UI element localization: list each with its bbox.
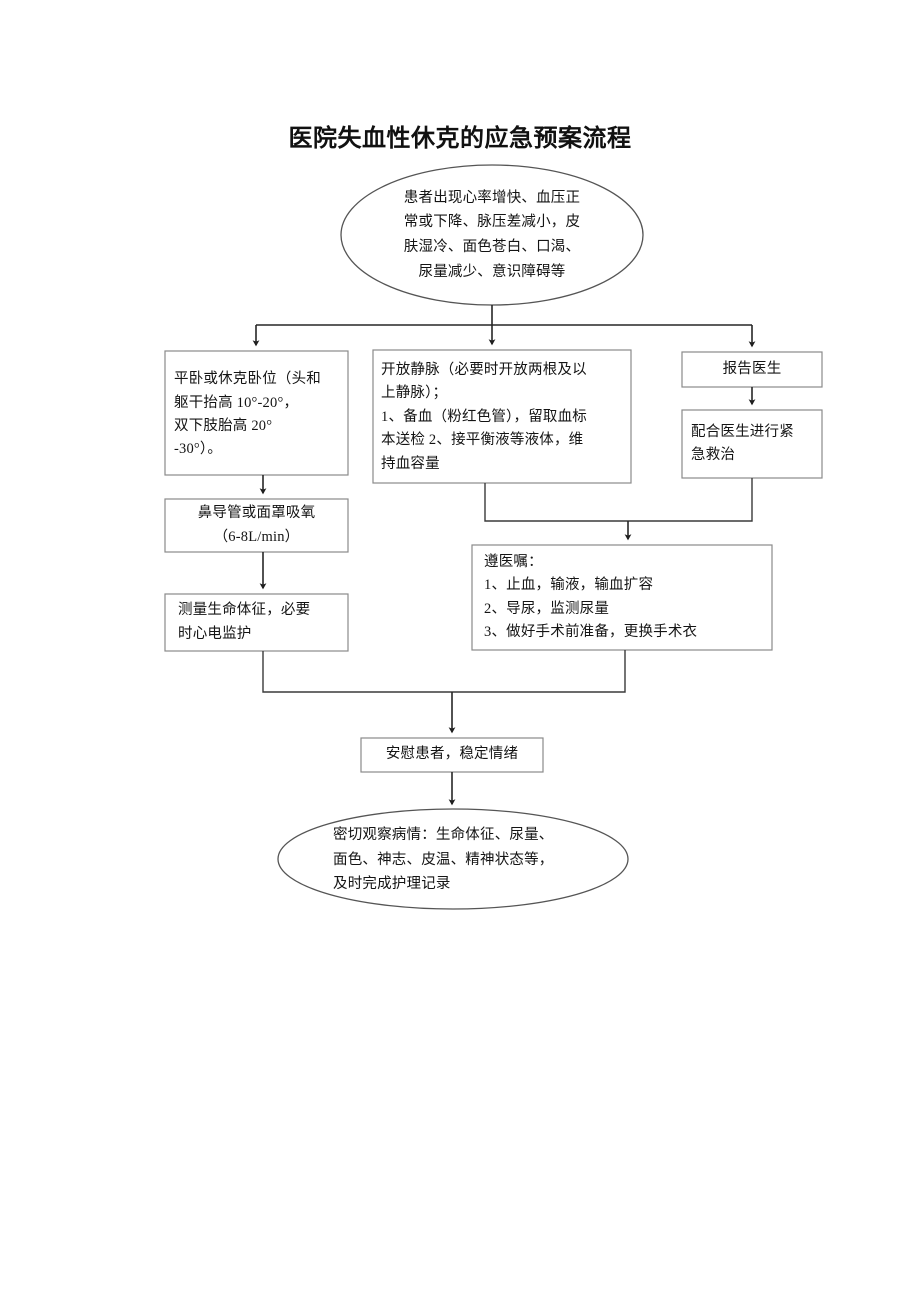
- node-doctor-orders-shape: [471, 544, 773, 651]
- node-report-doctor-shape: [681, 351, 823, 388]
- edge-vital-signs-to-merge: [262, 651, 452, 693]
- edge-iv-access-to-doctor-orders: [484, 483, 628, 522]
- node-comfort-shape: [360, 737, 544, 773]
- edge-assist-doctor-to-doctor-orders: [628, 478, 753, 522]
- node-start-shape: [340, 164, 644, 306]
- node-assist-doctor-shape: [681, 409, 823, 479]
- page-title: 医院失血性休克的应急预案流程: [288, 126, 632, 152]
- edge-doctor-orders-to-merge: [452, 650, 626, 693]
- node-oxygen-shape: [164, 498, 349, 553]
- node-position-shape: [164, 350, 349, 476]
- node-iv-access-shape: [372, 349, 632, 484]
- node-vital-signs-shape: [164, 593, 349, 652]
- node-observe-shape: [277, 808, 629, 910]
